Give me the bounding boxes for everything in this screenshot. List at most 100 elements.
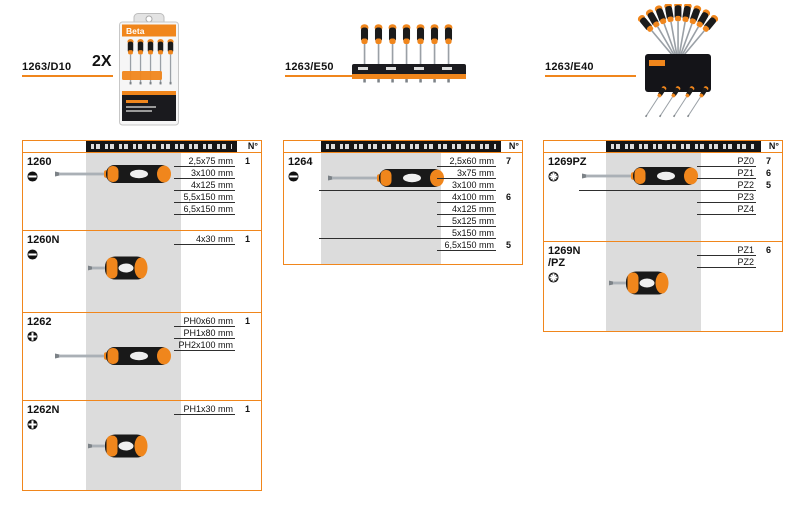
multiplier-label: 2X (92, 53, 112, 70)
screwdriver-image (87, 431, 149, 461)
counter-stand-photo (352, 24, 466, 83)
size-line: 5x150 mm (319, 227, 521, 239)
size-line: 3x100 mm (174, 167, 260, 179)
table-header: N° (23, 141, 261, 153)
item-code-suffix: /PZ (548, 257, 566, 269)
size-value: PH2x100 mm (174, 339, 235, 351)
size-line: 6,5x150 mm (174, 203, 260, 215)
size-value: 5x125 mm (437, 215, 496, 227)
size-value: PZ2 (697, 256, 756, 268)
phillips-icon (27, 419, 38, 430)
screwdriver-image (608, 268, 670, 298)
qty-value (756, 191, 781, 203)
size-value: 5,5x150 mm (174, 191, 235, 203)
size-value: PH1x80 mm (174, 327, 235, 339)
item-code: 1269PZ (548, 156, 587, 168)
size-value: PZ1 (697, 167, 756, 179)
product-code-1263-e40: 1263/E40 (545, 61, 594, 73)
table-header: N° (544, 141, 782, 153)
size-line: PH1x80 mm (174, 327, 260, 339)
qty-column-header: N° (768, 141, 779, 151)
item-code-cell: 1269N /PZ (548, 245, 580, 283)
size-line: 4x125 mm (437, 203, 521, 215)
qty-value: 1 (244, 156, 250, 166)
qty-value (235, 191, 260, 203)
header-strip (321, 141, 501, 152)
size-value: 2,5x60 mm (437, 155, 496, 167)
item-code-cell: 1269PZ (548, 156, 587, 182)
size-value: 6,5x150 mm (437, 239, 496, 251)
qty-value: 6 (765, 168, 771, 178)
size-value: 4x125 mm (437, 203, 496, 215)
size-line: 4x125 mm (174, 179, 260, 191)
qty-value: 1 (244, 234, 250, 244)
qty-value (496, 179, 521, 191)
code-underline (22, 75, 113, 77)
size-value: 5x150 mm (437, 227, 496, 239)
product-code-1263-d10: 1263/D10 (22, 61, 72, 73)
screwdriver-image (580, 163, 702, 189)
table-row-1260n: 1260N 4x30 mm 1 (23, 230, 261, 312)
item-code: 1260N (27, 234, 60, 246)
size-value: PZ4 (697, 203, 756, 215)
size-value: PZ0 (697, 155, 756, 167)
qty-value (235, 339, 260, 351)
size-value: 4x30 mm (174, 233, 235, 245)
qty-value: 1 (244, 316, 250, 326)
size-value: 4x125 mm (174, 179, 235, 191)
qty-value (756, 203, 781, 215)
pozidriv-icon (548, 272, 559, 283)
item-code: 1264 (288, 156, 313, 168)
screwdriver-image (53, 161, 175, 187)
wall-panel-photo (636, 4, 720, 119)
table-header: N° (284, 141, 522, 153)
size-list: 4x30 mm 1 (174, 233, 260, 245)
qty-value (496, 167, 521, 179)
qty-value (235, 167, 260, 179)
table-row-1262: 1262 PH0x60 mm 1 PH1x80 mm PH2x100 mm (23, 312, 261, 400)
item-code-cell: 1260N (27, 234, 59, 260)
blister-pack-photo: Beta (119, 13, 179, 126)
screwdriver-image (87, 253, 149, 283)
brand-logo-text: Beta (126, 26, 145, 36)
size-line: 5x125 mm (437, 215, 521, 227)
qty-value: 7 (765, 156, 771, 166)
slotted-icon (27, 171, 38, 182)
item-code: 1260 (27, 156, 52, 168)
qty-value: 6 (505, 192, 511, 202)
size-list: PH0x60 mm 1 PH1x80 mm PH2x100 mm (174, 315, 260, 351)
qty-column-header: N° (247, 141, 258, 151)
item-code: 1269N (548, 245, 581, 257)
screwdriver-image (53, 343, 175, 369)
size-value: PH1x30 mm (174, 403, 235, 415)
size-line: PZ4 (697, 203, 781, 215)
qty-value (235, 179, 260, 191)
item-code: 1262 (27, 316, 52, 328)
qty-value (235, 327, 260, 339)
qty-value (496, 203, 521, 215)
header-strip (606, 141, 761, 152)
size-value: 3x100 mm (437, 179, 496, 191)
image-background-band (86, 153, 181, 490)
item-code-cell: 1262 (27, 316, 51, 342)
product-code-1263-e50: 1263/E50 (285, 61, 334, 73)
item-code-cell: 1260 (27, 156, 51, 182)
screwdriver-image (326, 165, 448, 191)
size-line: PH0x60 mm 1 (174, 315, 260, 327)
size-line: PZ0 7 (697, 155, 781, 167)
qty-value: 6 (765, 245, 771, 255)
size-value: PH0x60 mm (174, 315, 235, 327)
